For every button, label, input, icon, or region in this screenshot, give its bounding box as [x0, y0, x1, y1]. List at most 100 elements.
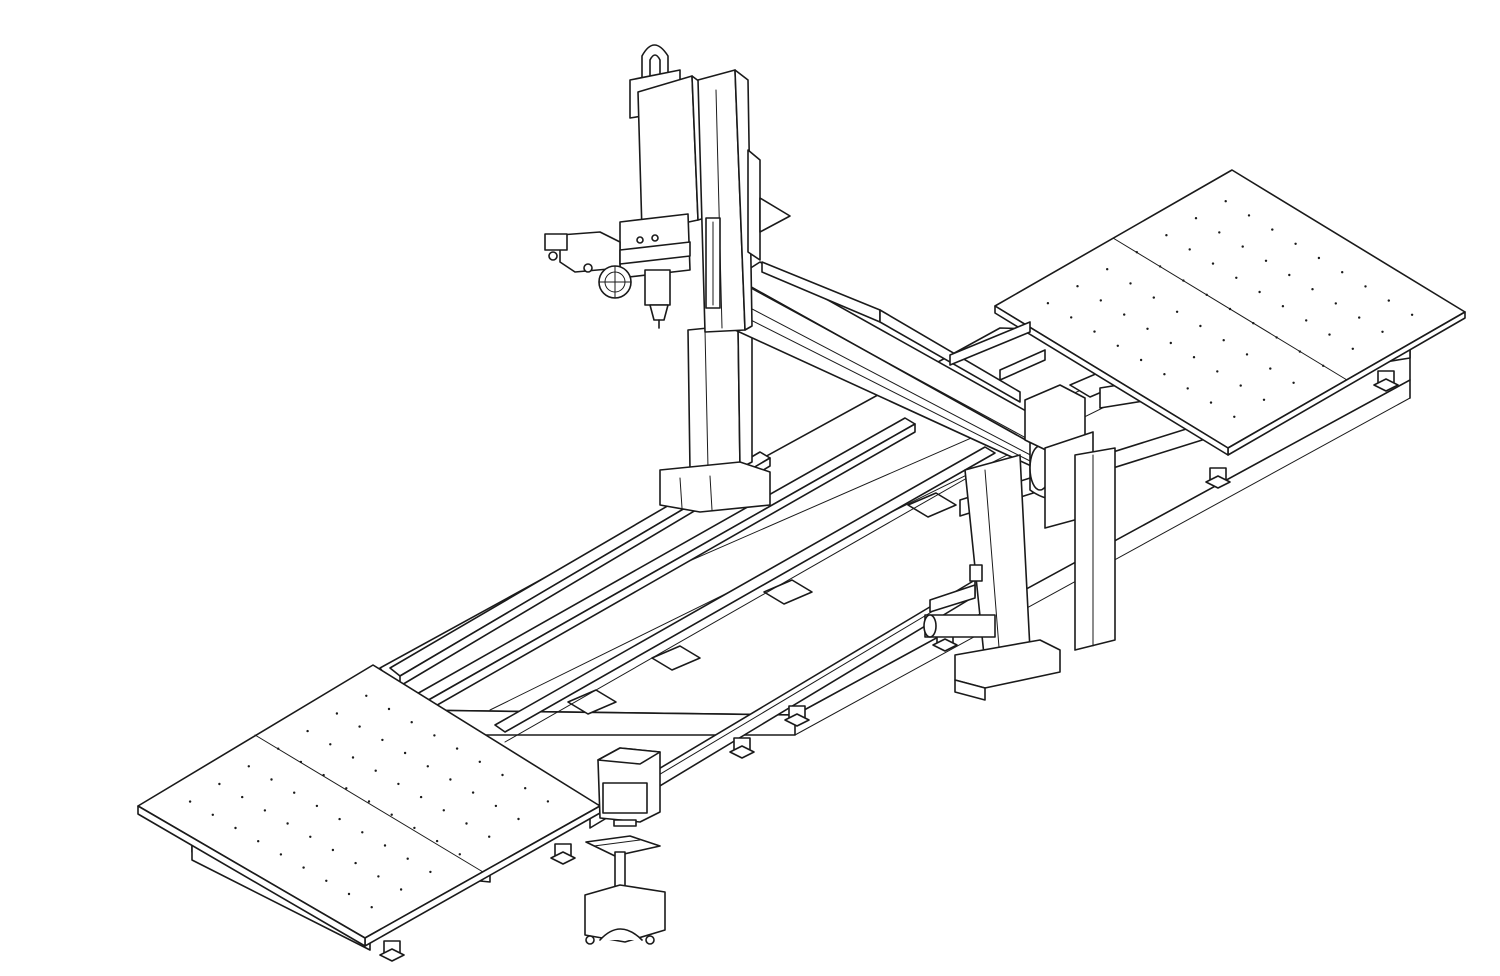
table-hole — [299, 760, 303, 764]
table-hole — [1247, 214, 1251, 217]
table-hole — [1258, 290, 1261, 294]
table-hole — [338, 817, 341, 821]
table-hole — [347, 892, 351, 896]
table-hole — [1070, 316, 1073, 319]
table-hole — [399, 888, 403, 891]
table-hole — [306, 729, 309, 733]
table-hole — [1328, 333, 1331, 336]
table-hole — [1116, 344, 1120, 347]
table-hole — [488, 835, 491, 838]
table-hole — [1188, 248, 1191, 251]
table-hole — [1046, 302, 1050, 305]
table-hole — [1252, 322, 1255, 325]
table-hole — [1165, 234, 1168, 237]
table-hole — [1358, 316, 1361, 319]
table-hole — [1271, 228, 1274, 231]
table-hole — [1099, 299, 1103, 302]
z-axis-head — [544, 44, 791, 333]
table-hole — [478, 760, 481, 763]
table-hole — [449, 778, 452, 781]
table-hole — [218, 782, 221, 786]
table-hole — [1262, 398, 1266, 401]
table-hole — [1351, 347, 1355, 350]
table-hole — [374, 769, 377, 772]
table-hole — [1322, 364, 1325, 367]
table-hole — [1233, 415, 1236, 418]
table-hole — [234, 826, 237, 830]
table-hole — [1135, 251, 1139, 254]
table-hole — [1218, 231, 1221, 234]
table-hole — [1093, 330, 1096, 333]
table-hole — [433, 734, 436, 737]
table-hole — [1106, 268, 1109, 271]
table-hole — [1298, 350, 1302, 353]
table-hole — [351, 756, 355, 759]
table-hole — [383, 844, 387, 847]
table-hole — [381, 738, 384, 742]
table-hole — [277, 747, 280, 750]
table-hole — [1317, 256, 1321, 260]
table-hole — [1281, 305, 1285, 308]
table-hole — [1158, 265, 1162, 268]
table-hole — [322, 773, 325, 777]
table-hole — [1186, 387, 1189, 390]
table-hole — [465, 822, 468, 825]
table-hole — [1139, 358, 1143, 362]
table-hole — [367, 800, 371, 803]
table-hole — [345, 787, 348, 790]
left-table — [137, 664, 601, 951]
table-hole — [1364, 285, 1367, 288]
table-hole — [435, 839, 439, 843]
table-hole — [1311, 288, 1314, 291]
table-hole — [1199, 324, 1202, 328]
table-hole — [354, 861, 357, 865]
table-hole — [1152, 296, 1156, 299]
table-hole — [1239, 384, 1242, 387]
table-hole — [1245, 353, 1249, 356]
table-hole — [419, 795, 423, 799]
table-hole — [1387, 299, 1391, 302]
table-hole — [1292, 381, 1295, 384]
table-hole — [390, 813, 393, 816]
right-table-holes — [1046, 200, 1414, 418]
table-hole — [1228, 307, 1232, 311]
table-hole — [370, 906, 373, 909]
table-hole — [406, 857, 409, 860]
table-hole — [387, 707, 391, 711]
table-hole — [1175, 310, 1179, 313]
table-hole — [257, 840, 260, 843]
table-hole — [403, 751, 407, 755]
right-support-rails — [949, 321, 1046, 381]
table-hole — [1269, 367, 1272, 370]
table-hole — [263, 809, 267, 812]
table-hole — [455, 747, 459, 750]
table-hole — [1294, 242, 1297, 245]
table-hole — [1076, 285, 1079, 288]
table-hole — [1163, 373, 1166, 376]
table-hole — [329, 743, 332, 746]
table-hole — [1182, 279, 1185, 282]
table-hole — [211, 813, 214, 816]
table-hole — [270, 778, 273, 781]
table-hole — [358, 725, 361, 728]
table-hole — [429, 870, 432, 874]
table-hole — [442, 809, 445, 812]
table-hole — [1194, 217, 1198, 220]
table-hole — [1381, 330, 1384, 333]
table-hole — [331, 848, 335, 852]
table-hole — [397, 782, 400, 786]
table-hole — [1216, 370, 1219, 373]
table-hole — [1241, 245, 1244, 248]
table-hole — [302, 866, 305, 869]
leveling-feet — [379, 370, 1399, 962]
table-hole — [1235, 276, 1238, 279]
table-hole — [1305, 319, 1308, 322]
right-table — [994, 169, 1466, 456]
table-hole — [309, 835, 312, 838]
table-hole — [517, 817, 520, 821]
table-hole — [335, 712, 339, 715]
table-hole — [458, 853, 461, 856]
table-hole — [241, 795, 244, 799]
table-hole — [546, 800, 550, 803]
